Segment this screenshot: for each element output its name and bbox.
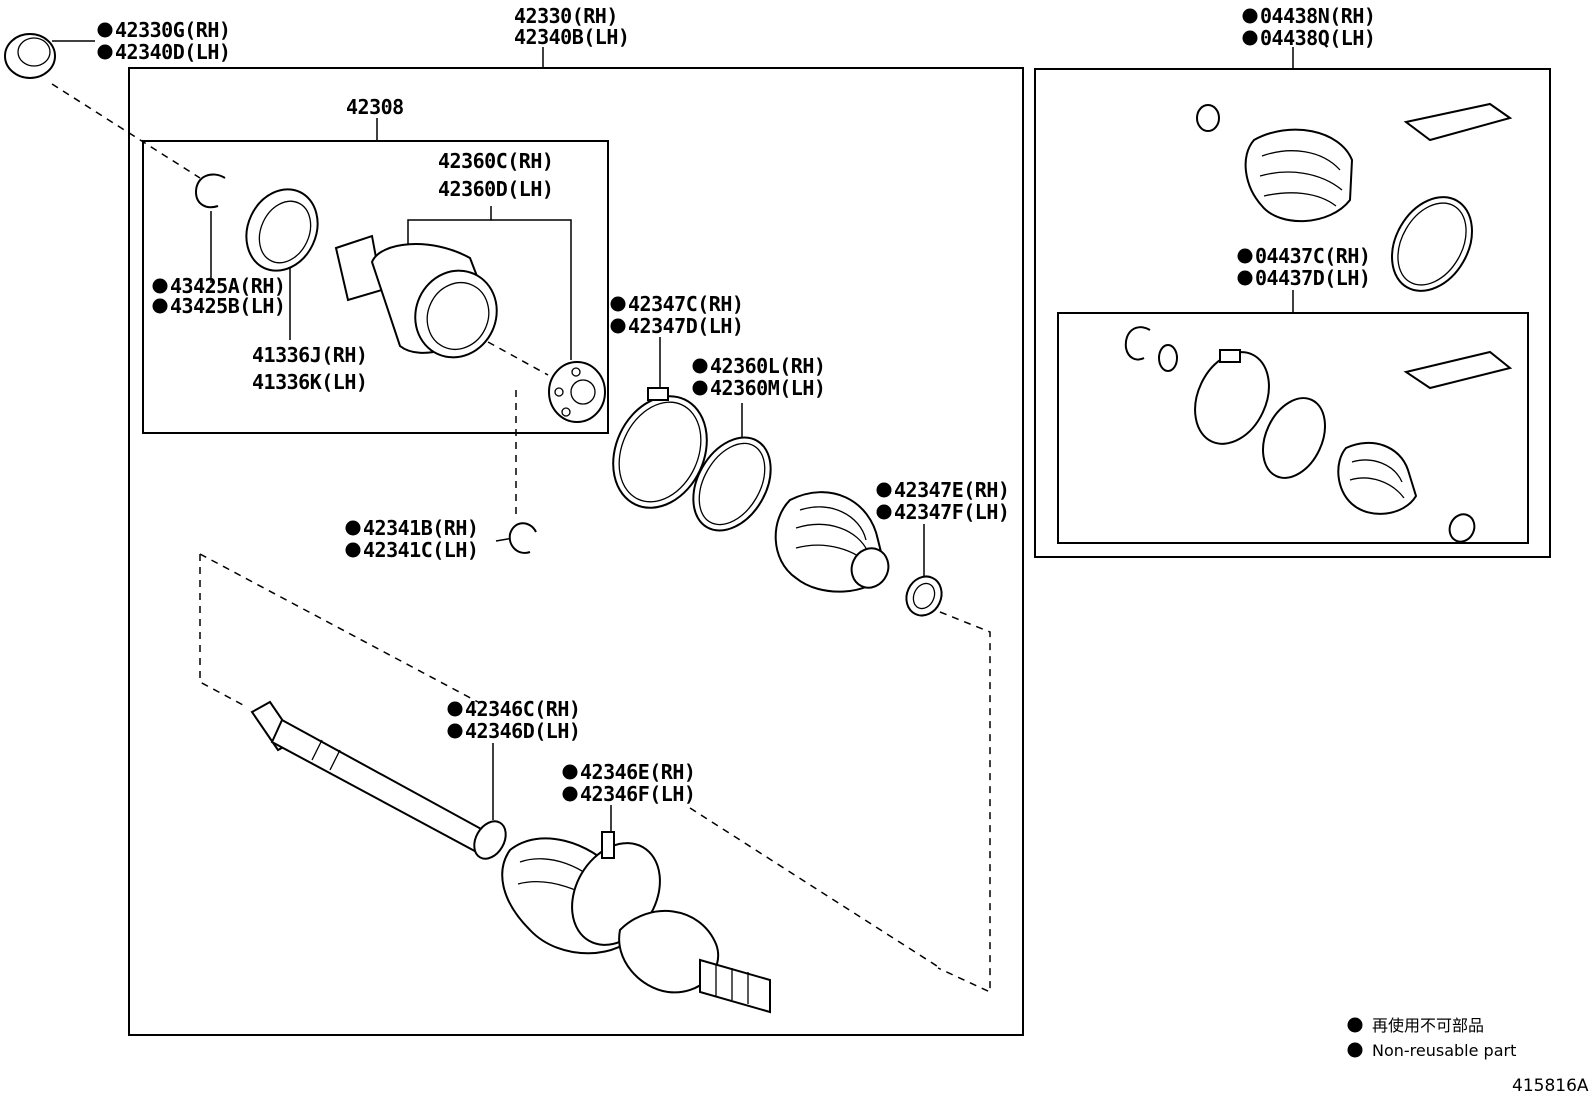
label-42360L: 42360L(RH)	[710, 354, 825, 378]
label-43425B: 43425B(LH)	[170, 294, 285, 318]
label-41336K: 41336K(LH)	[252, 370, 367, 394]
label-04438N: 04438N(RH)	[1260, 4, 1375, 28]
label-42340B: 42340B(LH)	[514, 25, 629, 49]
legend-marker-en	[1347, 1042, 1363, 1058]
inner-joint-housing-part	[334, 234, 498, 359]
drive-shaft-part	[250, 700, 771, 1014]
label-42360D: 42360D(LH)	[438, 177, 553, 201]
non-reusable-marker	[447, 701, 463, 717]
label-42347F: 42347F(LH)	[894, 500, 1009, 524]
label-42346F: 42346F(LH)	[580, 782, 695, 806]
main-assembly-frame	[128, 67, 1024, 1036]
non-reusable-marker	[1242, 30, 1258, 46]
legend-text-en: Non-reusable part	[1372, 1041, 1516, 1060]
non-reusable-marker	[152, 278, 168, 294]
label-04437D: 04437D(LH)	[1255, 266, 1370, 290]
snap-ring-43425-part	[194, 173, 226, 209]
inner-joint-kit-frame	[142, 140, 609, 434]
leader-lines	[52, 40, 1294, 840]
non-reusable-marker	[345, 520, 361, 536]
label-41336J: 41336J(RH)	[252, 343, 367, 367]
non-reusable-marker	[1242, 8, 1258, 24]
label-42340D: 42340D(LH)	[115, 40, 230, 64]
label-04438Q: 04438Q(LH)	[1260, 26, 1375, 50]
label-42360C: 42360C(RH)	[438, 149, 553, 173]
label-42330G: 42330G(RH)	[115, 18, 230, 42]
seal-41336-part	[245, 188, 319, 272]
non-reusable-marker	[1237, 270, 1253, 286]
dust-cover-part	[4, 33, 56, 79]
label-42308: 42308	[346, 95, 404, 119]
non-reusable-marker	[97, 22, 113, 38]
non-reusable-marker	[692, 358, 708, 374]
label-42341C: 42341C(LH)	[363, 538, 478, 562]
legend-marker-jp	[1347, 1017, 1363, 1033]
legend-text-jp: 再使用不可部品	[1372, 1016, 1484, 1035]
inner-boot-part	[774, 491, 890, 593]
label-42330: 42330(RH)	[514, 4, 618, 28]
label-42347C: 42347C(RH)	[628, 292, 743, 316]
label-42347E: 42347E(RH)	[894, 478, 1009, 502]
label-42346D: 42346D(LH)	[465, 719, 580, 743]
non-reusable-marker	[610, 318, 626, 334]
label-42346C: 42346C(RH)	[465, 697, 580, 721]
boot-kit-parts	[1124, 102, 1513, 543]
non-reusable-marker	[152, 298, 168, 314]
label-43425A: 43425A(RH)	[170, 274, 285, 298]
label-42347D: 42347D(LH)	[628, 314, 743, 338]
non-reusable-marker	[97, 44, 113, 60]
legend: 再使用不可部品 Non-reusable part	[1347, 1016, 1516, 1060]
clip-42341-part	[508, 522, 537, 554]
diagram-reference-code: 415816A	[1512, 1076, 1589, 1096]
ring-42360L-part	[692, 436, 772, 532]
non-reusable-marker	[447, 723, 463, 739]
label-42346E: 42346E(RH)	[580, 760, 695, 784]
non-reusable-marker	[562, 764, 578, 780]
non-reusable-marker	[345, 542, 361, 558]
small-clamp-42347E-part	[905, 575, 943, 617]
label-42341B: 42341B(RH)	[363, 516, 478, 540]
non-reusable-marker	[1237, 248, 1253, 264]
non-reusable-marker	[610, 296, 626, 312]
label-42360M: 42360M(LH)	[710, 376, 825, 400]
band-clamp-42347C-part	[612, 387, 708, 509]
non-reusable-marker	[692, 380, 708, 396]
label-04437C: 04437C(RH)	[1255, 244, 1370, 268]
non-reusable-marker	[876, 482, 892, 498]
non-reusable-marker	[876, 504, 892, 520]
non-reusable-marker	[562, 786, 578, 802]
alignment-dashes	[51, 83, 991, 994]
tripod-joint-part	[548, 361, 606, 423]
